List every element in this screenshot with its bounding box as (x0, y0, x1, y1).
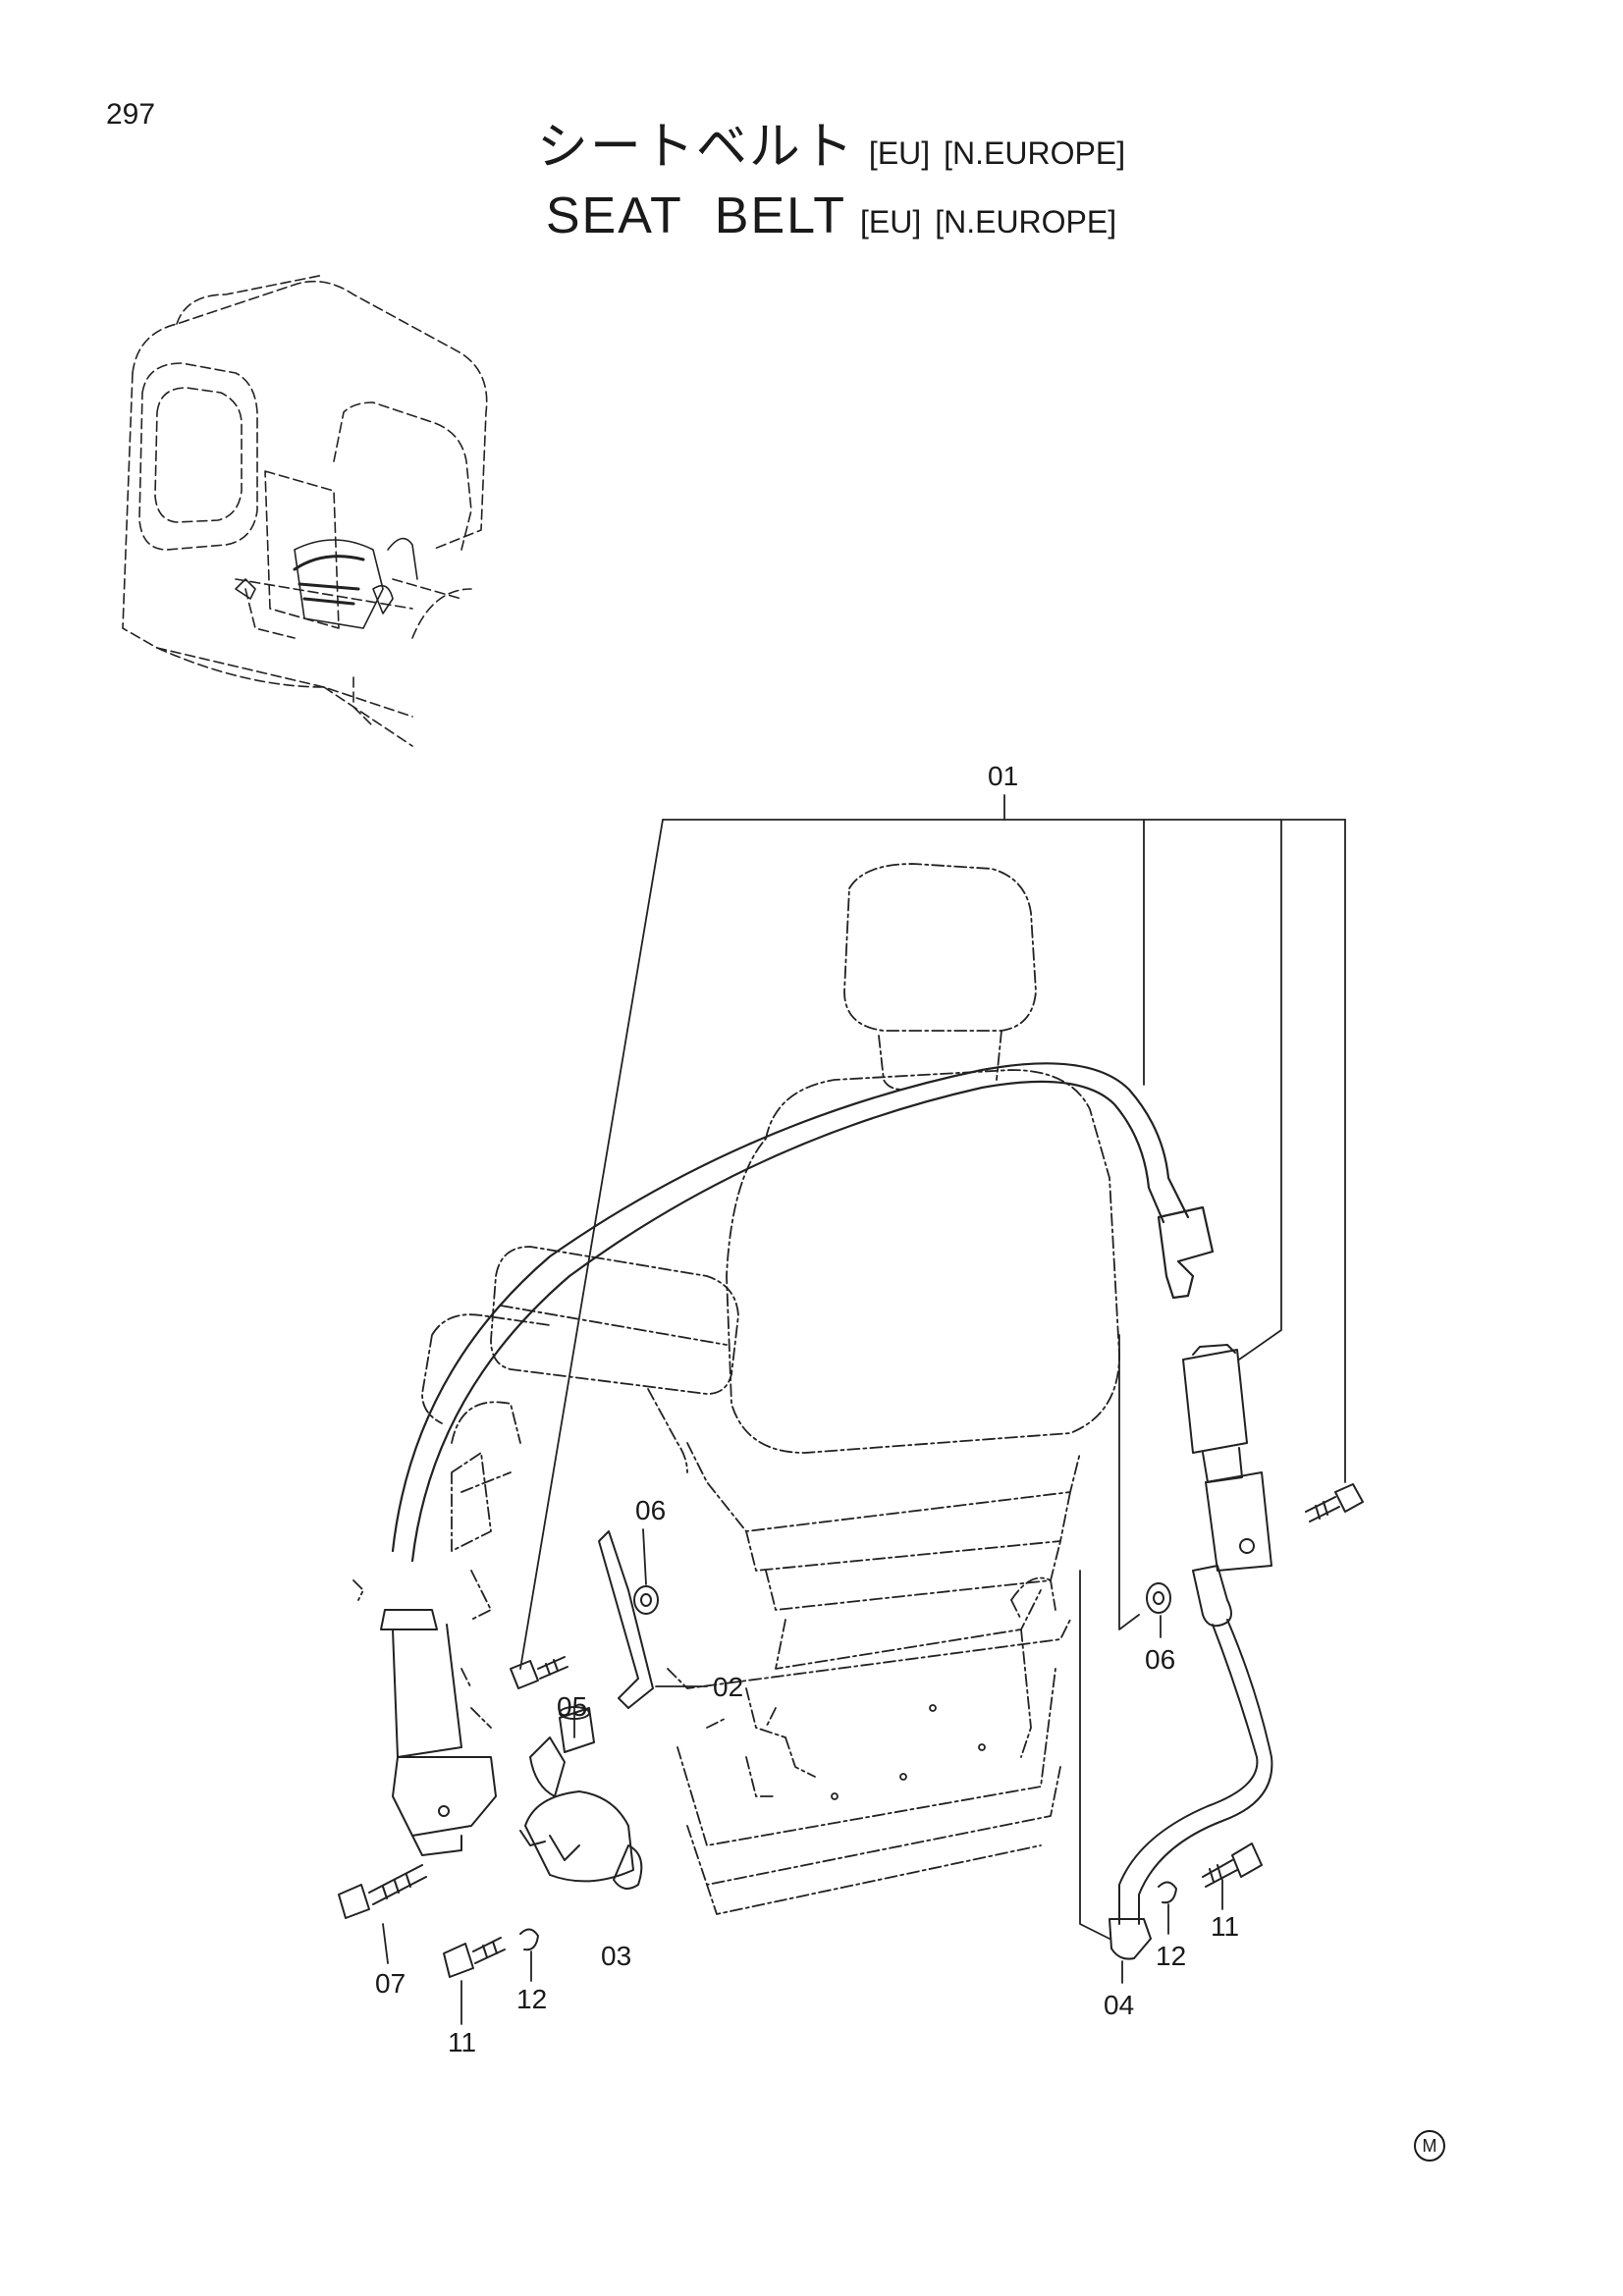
title-tag-neurope-2: [N.EUROPE] (935, 204, 1117, 240)
callout-12-right: 12 (1156, 1941, 1186, 1971)
title-english: SEAT BELT (545, 187, 846, 244)
callout-04: 04 (1104, 1990, 1134, 2020)
lower-strap (1109, 1565, 1273, 1960)
title-tag-eu: [EU] (868, 135, 931, 171)
page-title: シートベルト[EU][N.EUROPE] SEAT BELT[EU][N.EUR… (0, 116, 1623, 253)
callout-11-right: 11 (1211, 1911, 1239, 1942)
callout-05: 05 (557, 1691, 587, 1722)
cab-inset-drawing (122, 274, 488, 747)
buckle-assembly (1182, 1344, 1272, 1572)
callout-07: 07 (375, 1968, 406, 1999)
callout-03: 03 (601, 1941, 631, 1971)
callout-02: 02 (713, 1672, 743, 1702)
seat-belt-strap (391, 1062, 1215, 1563)
seat-drawing (352, 863, 1120, 1915)
callout-06-right: 06 (1145, 1644, 1175, 1675)
corner-mark: M (1414, 2130, 1445, 2162)
leader-lines (382, 794, 1346, 2025)
title-tag-neurope: [N.EUROPE] (944, 135, 1126, 171)
callout-12-left: 12 (516, 1984, 547, 2014)
title-tag-eu-2: [EU] (859, 204, 922, 240)
title-japanese-line: シートベルト [EU] [N.EUROPE] (20, 116, 1623, 185)
fastener-parts (338, 1483, 1364, 1978)
page-number: 297 (106, 98, 156, 131)
callout-06-left: 06 (635, 1495, 666, 1525)
callout-11-left: 11 (448, 2027, 476, 2057)
title-english-line: SEAT BELT [EU] [N.EUROPE] (20, 185, 1623, 253)
title-japanese: シートベルト (536, 119, 855, 176)
retractor-assembly (380, 1609, 497, 1856)
bracket-parts (519, 1530, 654, 1890)
callout-01: 01 (988, 761, 1018, 791)
